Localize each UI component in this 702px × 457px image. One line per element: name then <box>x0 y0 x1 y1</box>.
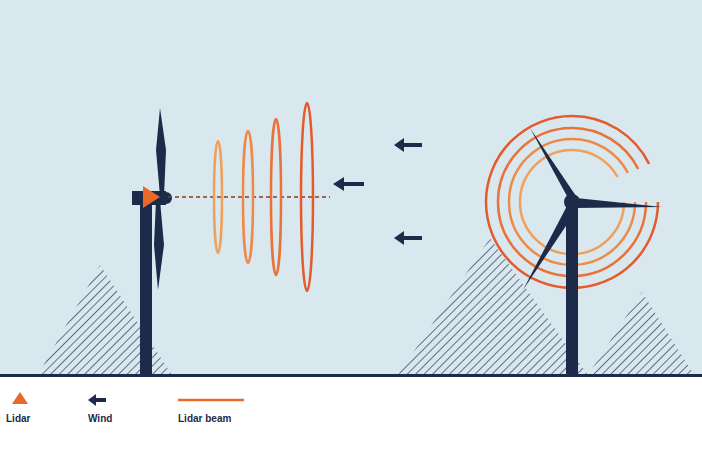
right-turbine <box>523 128 662 376</box>
hill <box>588 292 694 375</box>
hill <box>398 238 588 375</box>
legend-wind-sample <box>88 394 106 406</box>
ground-line <box>0 374 702 377</box>
lidar-symbol <box>143 186 160 208</box>
legend-label: Lidar <box>6 413 30 424</box>
legend-label: Lidar beam <box>178 413 231 424</box>
lidar-beams <box>214 103 313 291</box>
sky <box>0 0 702 376</box>
wind-arrows <box>333 138 422 245</box>
legend-beam-sample <box>178 399 244 402</box>
legend-lidar-sample <box>12 392 28 404</box>
left-turbine <box>132 108 172 376</box>
legend-label: Wind <box>88 413 112 424</box>
lidar-axis <box>168 196 330 198</box>
